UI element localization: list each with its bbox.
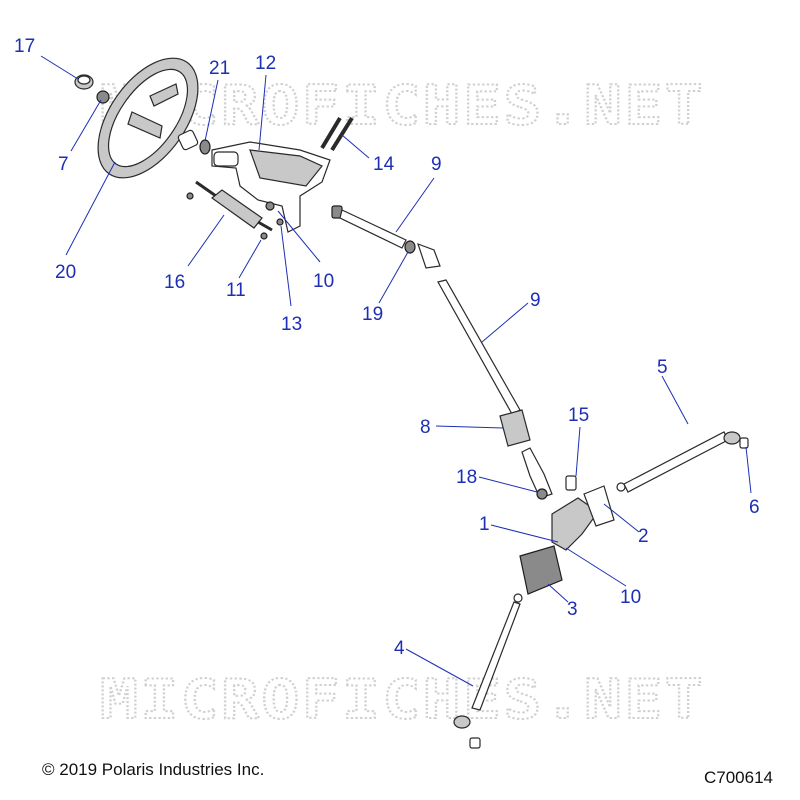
- tie-rod-left: [453, 593, 523, 749]
- callout-5: 5: [657, 357, 668, 378]
- ring-21: [199, 139, 211, 155]
- shaft-boot: [499, 409, 531, 447]
- steering-rack: [551, 485, 615, 551]
- callout-3: 3: [567, 599, 578, 620]
- universal-joint: [404, 240, 441, 269]
- callout-17: 17: [14, 36, 35, 57]
- callout-11: 11: [226, 280, 246, 301]
- callout-19: 19: [362, 304, 383, 325]
- nut-13: [276, 218, 284, 226]
- watermark-top: MICROFICHES.NET: [100, 74, 705, 137]
- gas-strut: [195, 180, 273, 232]
- rack-boot: [519, 545, 563, 595]
- callout-21: 21: [209, 58, 230, 79]
- callout-1: 1: [479, 514, 490, 535]
- callout-8: 8: [420, 417, 431, 438]
- nut-10: [265, 201, 275, 211]
- bushing: [177, 129, 199, 151]
- tie-rod-right: [616, 431, 741, 493]
- nut-11: [260, 232, 268, 240]
- callout-4: 4: [394, 638, 405, 659]
- nut-18: [536, 488, 548, 500]
- callout-12: 12: [255, 53, 276, 74]
- bolt-15: [565, 475, 577, 491]
- callout-18: 18: [456, 467, 477, 488]
- callout-9-upper: 9: [431, 154, 442, 175]
- nut-small: [186, 192, 194, 200]
- callout-6: 6: [749, 497, 760, 518]
- bolt-14a: [320, 116, 342, 150]
- callout-16: 16: [164, 272, 185, 293]
- cap-nut: [74, 74, 94, 90]
- column-bracket: [211, 141, 331, 233]
- steering-shaft-lower: [437, 279, 521, 415]
- callout-7: 7: [58, 154, 69, 175]
- callout-15: 15: [568, 405, 589, 426]
- callout-9-lower: 9: [530, 290, 541, 311]
- callout-10-lower: 10: [620, 587, 641, 608]
- lower-u-joint: [521, 447, 553, 499]
- callouts: 17 7 20 21 12 14 9 16 11 10 13 19 9 8 15…: [14, 36, 760, 659]
- callout-20: 20: [55, 262, 76, 283]
- intermediate-shaft-upper: [331, 205, 407, 249]
- figure-id: C700614: [704, 768, 774, 787]
- washer: [96, 90, 110, 104]
- watermark-bottom: MICROFICHES.NET: [100, 668, 705, 731]
- stud-6: [739, 437, 749, 449]
- callout-13: 13: [281, 314, 302, 335]
- bolt-14b: [330, 116, 354, 152]
- callout-10-upper: 10: [313, 271, 334, 292]
- callout-14: 14: [373, 154, 395, 175]
- leader-lines: [40, 55, 752, 687]
- callout-2: 2: [638, 526, 649, 547]
- copyright-notice: © 2019 Polaris Industries Inc.: [42, 760, 265, 779]
